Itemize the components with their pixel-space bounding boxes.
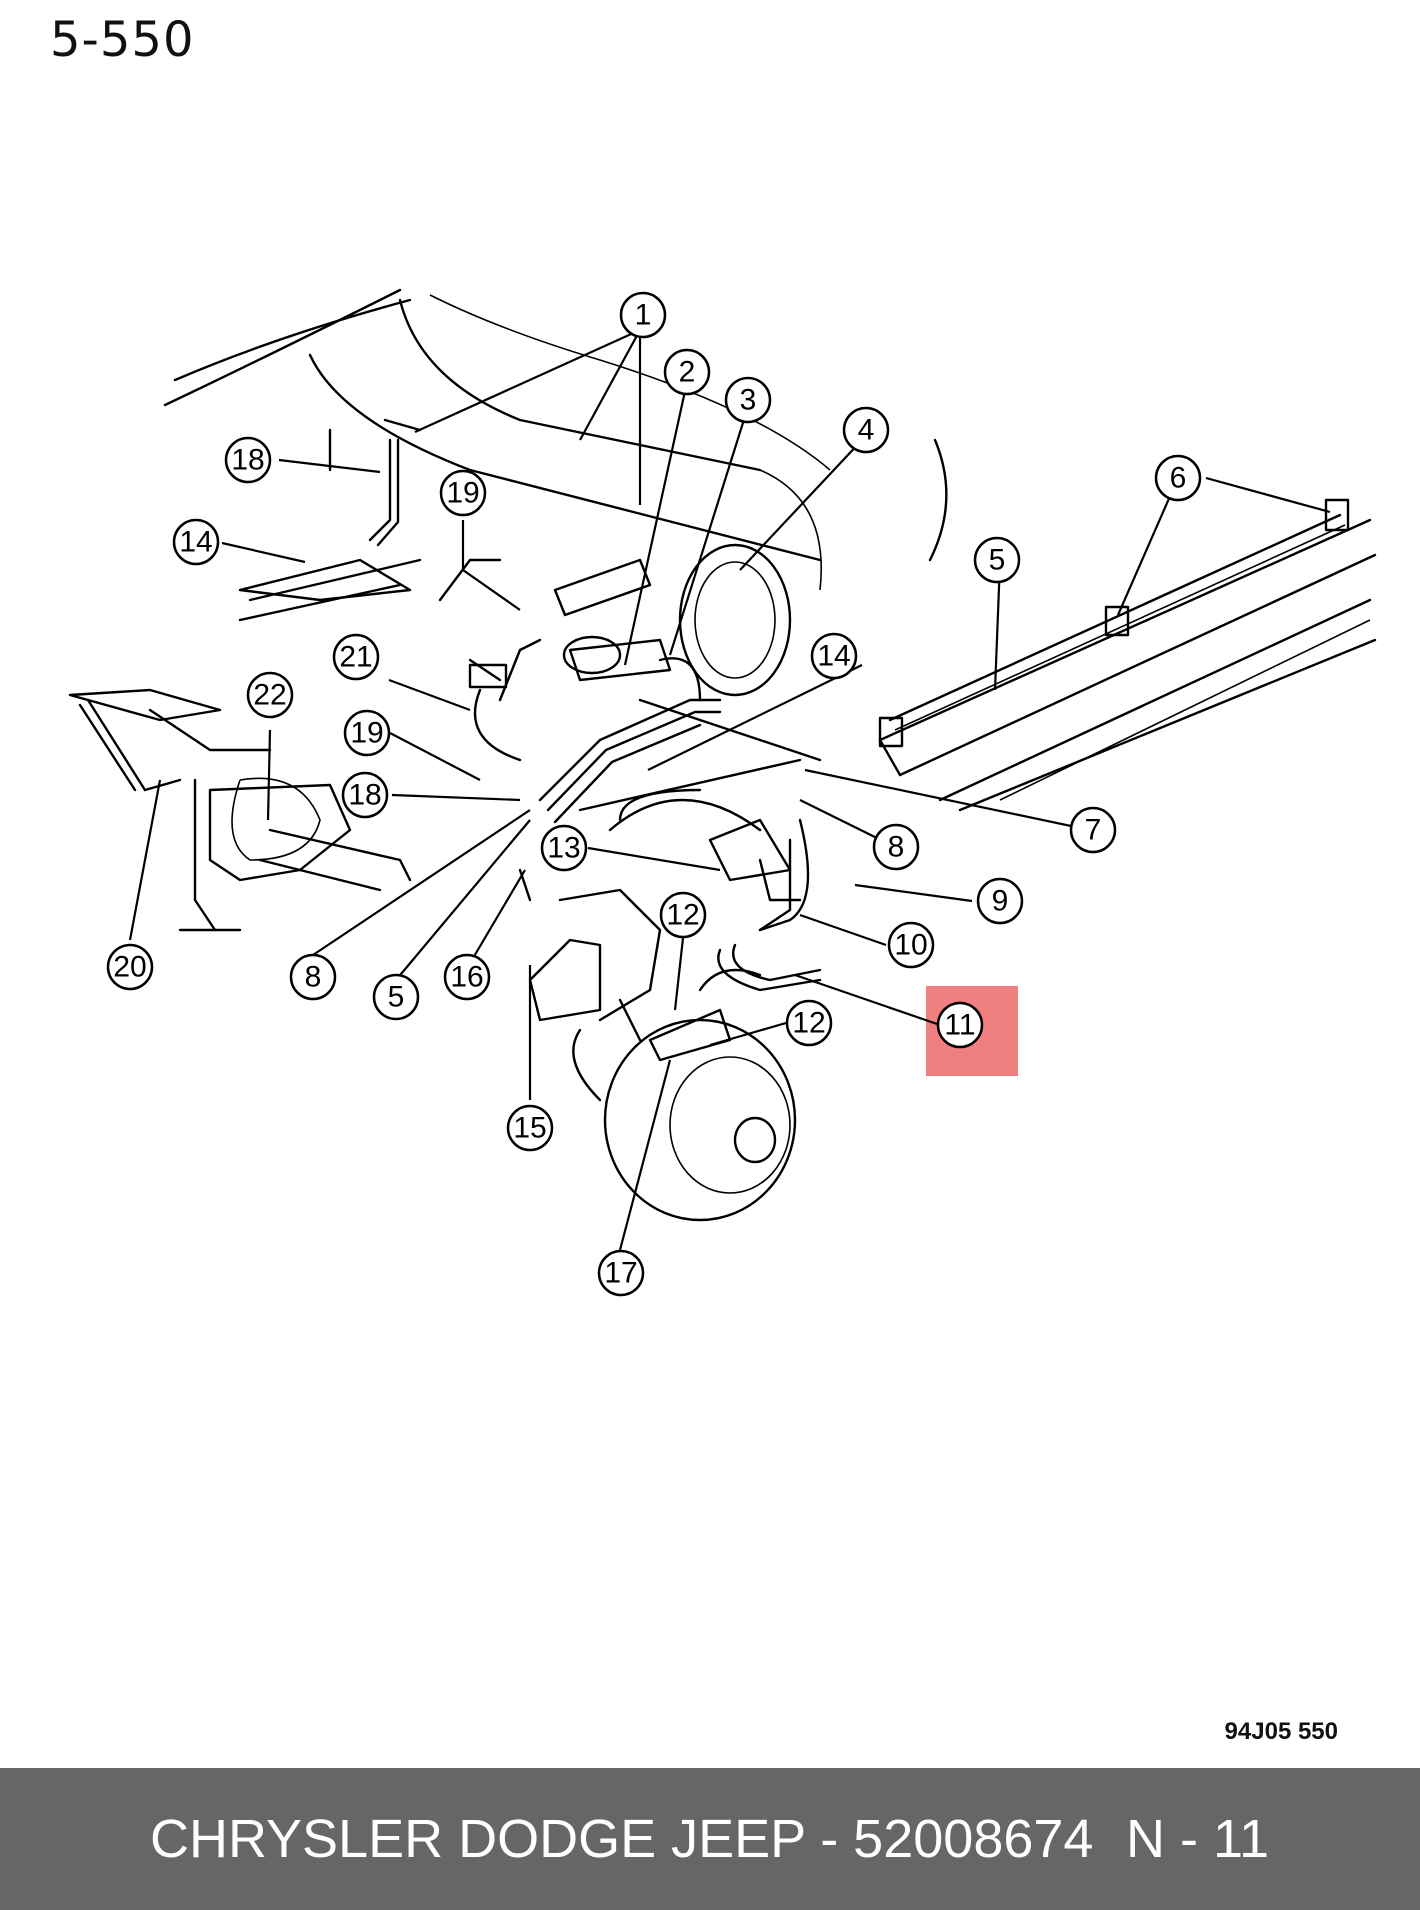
body-outline <box>163 288 948 622</box>
callout-7: 7 <box>1069 806 1117 854</box>
svg-text:18: 18 <box>231 444 264 477</box>
svg-text:9: 9 <box>992 885 1009 918</box>
svg-text:21: 21 <box>339 641 372 674</box>
callout-2: 2 <box>663 348 711 396</box>
svg-text:5: 5 <box>989 544 1006 577</box>
svg-text:4: 4 <box>858 414 875 447</box>
svg-text:12: 12 <box>666 899 699 932</box>
frame-rail <box>878 518 1377 812</box>
callout-20: 20 <box>106 943 154 991</box>
svg-text:1: 1 <box>635 299 652 332</box>
callout-21: 21 <box>332 633 380 681</box>
footer-bar: CHRYSLER DODGE JEEP - 52008674 N - 11 <box>0 1768 1420 1910</box>
rear-brake-line <box>878 498 1350 748</box>
callout-3: 3 <box>724 376 772 424</box>
callout-22: 22 <box>246 671 294 719</box>
callout-17: 17 <box>597 1249 645 1297</box>
brake-line-diagram: 1 2 3 4 5 6 7 8 9 10 11 12 12 13 14 14 1… <box>68 288 1377 1297</box>
callout-1: 1 <box>619 291 667 339</box>
svg-text:12: 12 <box>792 1007 825 1040</box>
callout-4: 4 <box>842 406 890 454</box>
callout-5-right: 5 <box>973 536 1021 584</box>
svg-text:13: 13 <box>547 832 580 865</box>
callout-9: 9 <box>976 877 1024 925</box>
svg-text:16: 16 <box>450 961 483 994</box>
callout-14-center: 14 <box>810 632 858 680</box>
leader-lines <box>128 328 1331 1251</box>
footer-callout-ref: N - 11 <box>1126 1809 1270 1869</box>
callout-8-right: 8 <box>872 823 920 871</box>
page-title: 5-550 <box>50 12 195 68</box>
svg-text:22: 22 <box>253 679 286 712</box>
footer-part-number: CHRYSLER DODGE JEEP - 52008674 <box>150 1809 1094 1869</box>
svg-text:15: 15 <box>513 1112 546 1145</box>
svg-text:20: 20 <box>113 951 146 984</box>
svg-text:8: 8 <box>305 961 322 994</box>
svg-text:5: 5 <box>388 981 405 1014</box>
callout-8-left: 8 <box>289 953 337 1001</box>
callout-10: 10 <box>887 921 935 969</box>
callout-15: 15 <box>506 1104 554 1152</box>
callout-12-lower: 12 <box>785 999 833 1047</box>
callout-16: 16 <box>443 953 491 1001</box>
callout-6: 6 <box>1154 454 1202 502</box>
front-brake-lines <box>438 558 822 824</box>
svg-text:17: 17 <box>604 1257 637 1290</box>
svg-text:7: 7 <box>1085 814 1102 847</box>
callout-19-upper: 19 <box>439 469 487 517</box>
svg-text:19: 19 <box>350 717 383 750</box>
rear-axle-assembly <box>68 688 412 932</box>
svg-text:2: 2 <box>679 356 696 389</box>
callout-13: 13 <box>540 824 588 872</box>
svg-text:18: 18 <box>348 779 381 812</box>
callout-19-lower: 19 <box>343 709 391 757</box>
svg-text:6: 6 <box>1170 462 1187 495</box>
callout-5-left: 5 <box>372 973 420 1021</box>
svg-text:14: 14 <box>817 640 850 673</box>
svg-text:3: 3 <box>740 384 757 417</box>
drawing-code: 94J05 550 <box>1224 1718 1338 1745</box>
svg-text:8: 8 <box>888 831 905 864</box>
callout-12-upper: 12 <box>659 891 707 939</box>
svg-text:19: 19 <box>446 477 479 510</box>
svg-text:11: 11 <box>944 1009 975 1042</box>
master-cylinder <box>553 543 792 697</box>
callout-14-left: 14 <box>172 518 220 566</box>
callout-18-lower: 18 <box>341 771 389 819</box>
left-brake-line <box>238 418 422 602</box>
svg-text:10: 10 <box>894 929 927 962</box>
svg-text:14: 14 <box>179 526 212 559</box>
callout-18-upper: 18 <box>224 436 272 484</box>
callout-11: 11 <box>936 1001 984 1049</box>
